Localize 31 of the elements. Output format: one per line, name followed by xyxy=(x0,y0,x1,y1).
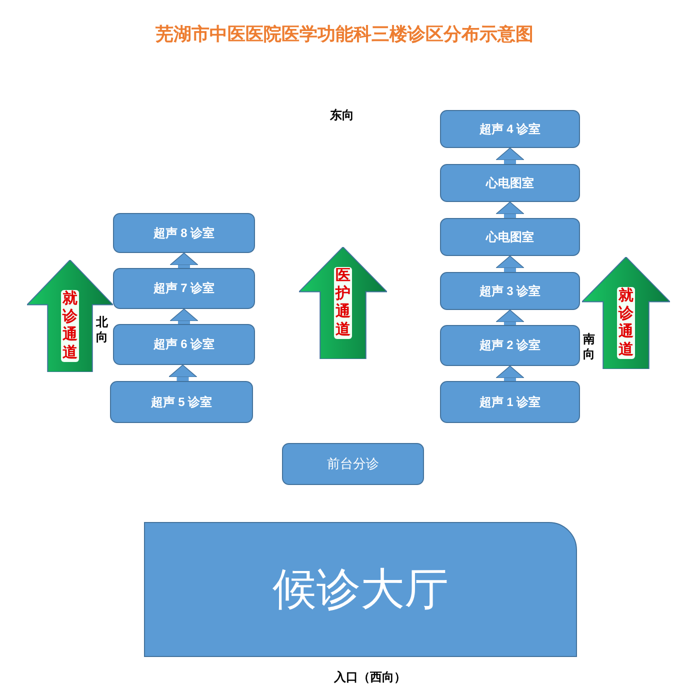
arrow xyxy=(496,310,524,325)
room-box: 心电图室 xyxy=(440,218,580,256)
room-box: 超声 5 诊室 xyxy=(110,381,253,423)
room-box: 超声 2 诊室 xyxy=(440,325,580,366)
room-box: 超声 3 诊室 xyxy=(440,272,580,310)
room-box: 超声 6 诊室 xyxy=(113,324,255,365)
arrow xyxy=(168,364,198,381)
up-arrow xyxy=(27,260,113,372)
up-arrow xyxy=(582,257,670,369)
arrow xyxy=(496,202,524,218)
direction-label: 北向 xyxy=(96,315,109,345)
entrance-label: 入口（西向） xyxy=(333,670,407,685)
room-box: 超声 1 诊室 xyxy=(440,381,580,423)
room-box: 超声 8 诊室 xyxy=(113,213,255,253)
hall-area: 候诊大厅 xyxy=(144,522,577,657)
passage-label: 医护通道 xyxy=(334,267,352,339)
arrow xyxy=(170,308,198,324)
reception-box: 前台分诊 xyxy=(282,443,424,485)
title: 芜湖市中医医院医学功能科三楼诊区分布示意图 xyxy=(154,23,534,46)
arrow xyxy=(170,252,198,268)
room-box: 超声 7 诊室 xyxy=(113,268,255,309)
room-box: 心电图室 xyxy=(440,164,580,202)
passage-label: 就诊通道 xyxy=(617,287,635,359)
arrow xyxy=(496,366,524,381)
direction-label: 南向 xyxy=(583,332,596,362)
direction-label: 东向 xyxy=(330,108,355,123)
room-box: 超声 4 诊室 xyxy=(440,110,580,148)
arrow xyxy=(496,148,524,164)
passage-label: 就诊通道 xyxy=(61,290,79,362)
up-arrow xyxy=(299,247,387,359)
arrow xyxy=(496,256,524,272)
